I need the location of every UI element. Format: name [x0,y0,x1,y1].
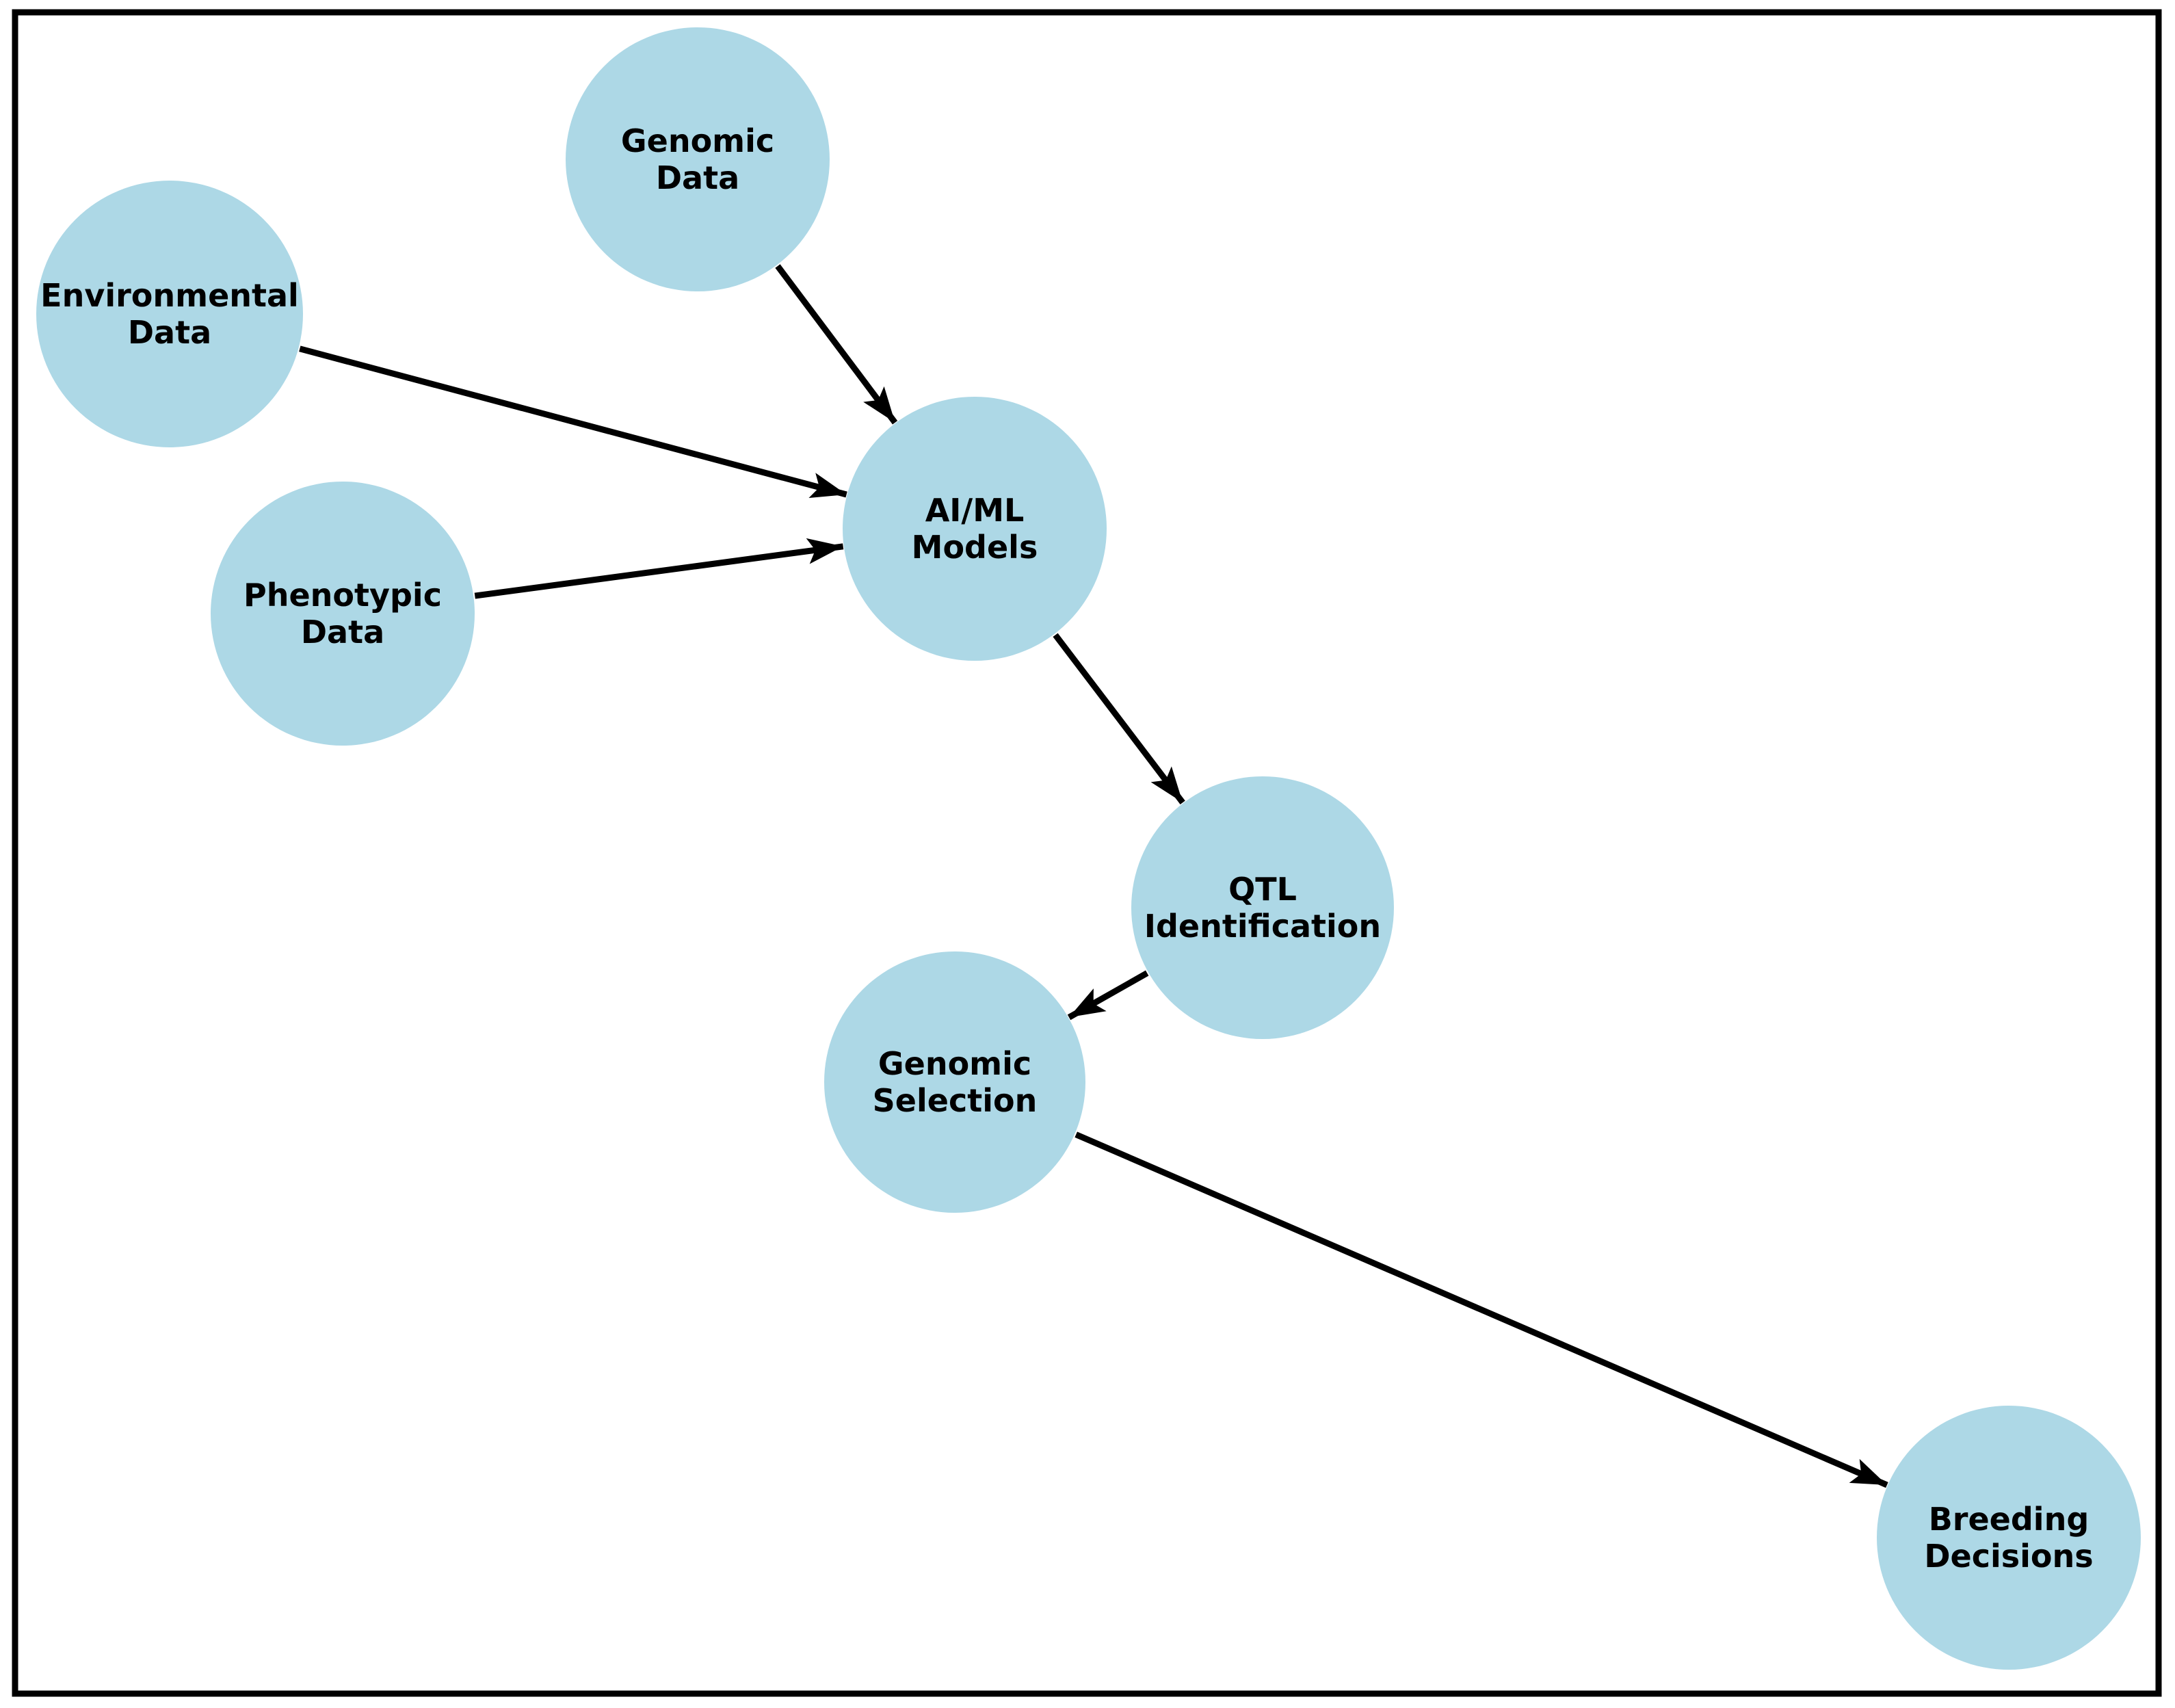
node-circle-environmental-data [36,181,303,447]
node-label-phenotypic-data-line2: Data [301,614,384,651]
node-label-breeding-decisions-line2: Decisions [1924,1538,2093,1575]
node-circle-phenotypic-data [211,482,475,746]
edge-genomic-data-to-aiml-models [775,264,898,425]
node-circle-genomic-selection [824,951,1085,1213]
nodes-layer: GenomicDataEnvironmentalDataPhenotypicDa… [36,27,2141,1670]
node-circle-qtl-identification [1131,776,1394,1039]
node-circle-aiml-models [843,397,1107,661]
figure-border [12,9,2162,1697]
node-label-phenotypic-data-line1: Phenotypic [243,577,442,614]
node-label-breeding-decisions-line1: Breeding [1929,1501,2090,1538]
node-circle-genomic-data [566,27,830,291]
node-label-environmental-data-line2: Data [128,314,211,351]
edge-genomic-selection-to-breeding-decisions [1075,1131,1888,1488]
node-label-genomic-data-line2: Data [656,159,739,196]
node-label-genomic-selection-line2: Selection [873,1082,1038,1119]
node-label-qtl-identification-line1: QTL [1228,871,1297,908]
node-label-aiml-models-line2: Models [912,529,1038,566]
node-label-genomic-data-line1: Genomic [621,122,774,159]
edge-qtl-identification-to-genomic-selection [1067,970,1149,1021]
node-label-genomic-selection-line1: Genomic [878,1045,1031,1082]
node-label-aiml-models-line1: AI/ML [925,492,1025,529]
node-label-environmental-data-line1: Environmental [40,277,299,314]
edge-aiml-models-to-qtl-identification [1053,633,1185,805]
edges-layer [299,264,1888,1488]
node-label-qtl-identification-line2: Identification [1144,908,1381,945]
node-circle-breeding-decisions [1877,1406,2141,1670]
edge-phenotypic-data-to-aiml-models [474,538,844,599]
edge-environmental-data-to-aiml-models [299,345,847,498]
